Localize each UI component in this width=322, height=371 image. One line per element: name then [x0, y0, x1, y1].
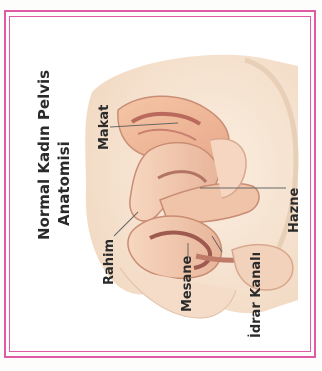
title-line-1: Normal Kadın Pelvis: [35, 70, 53, 240]
label-rahim: Rahim: [102, 239, 117, 285]
label-mesane: Mesane: [180, 256, 195, 312]
label-hazne: Hazne: [287, 188, 302, 233]
label-makat: Makat: [97, 105, 112, 150]
label-idrar-kanali: İdrar Kanalı: [249, 252, 264, 338]
title-line-2: Anatomisi: [55, 141, 73, 226]
